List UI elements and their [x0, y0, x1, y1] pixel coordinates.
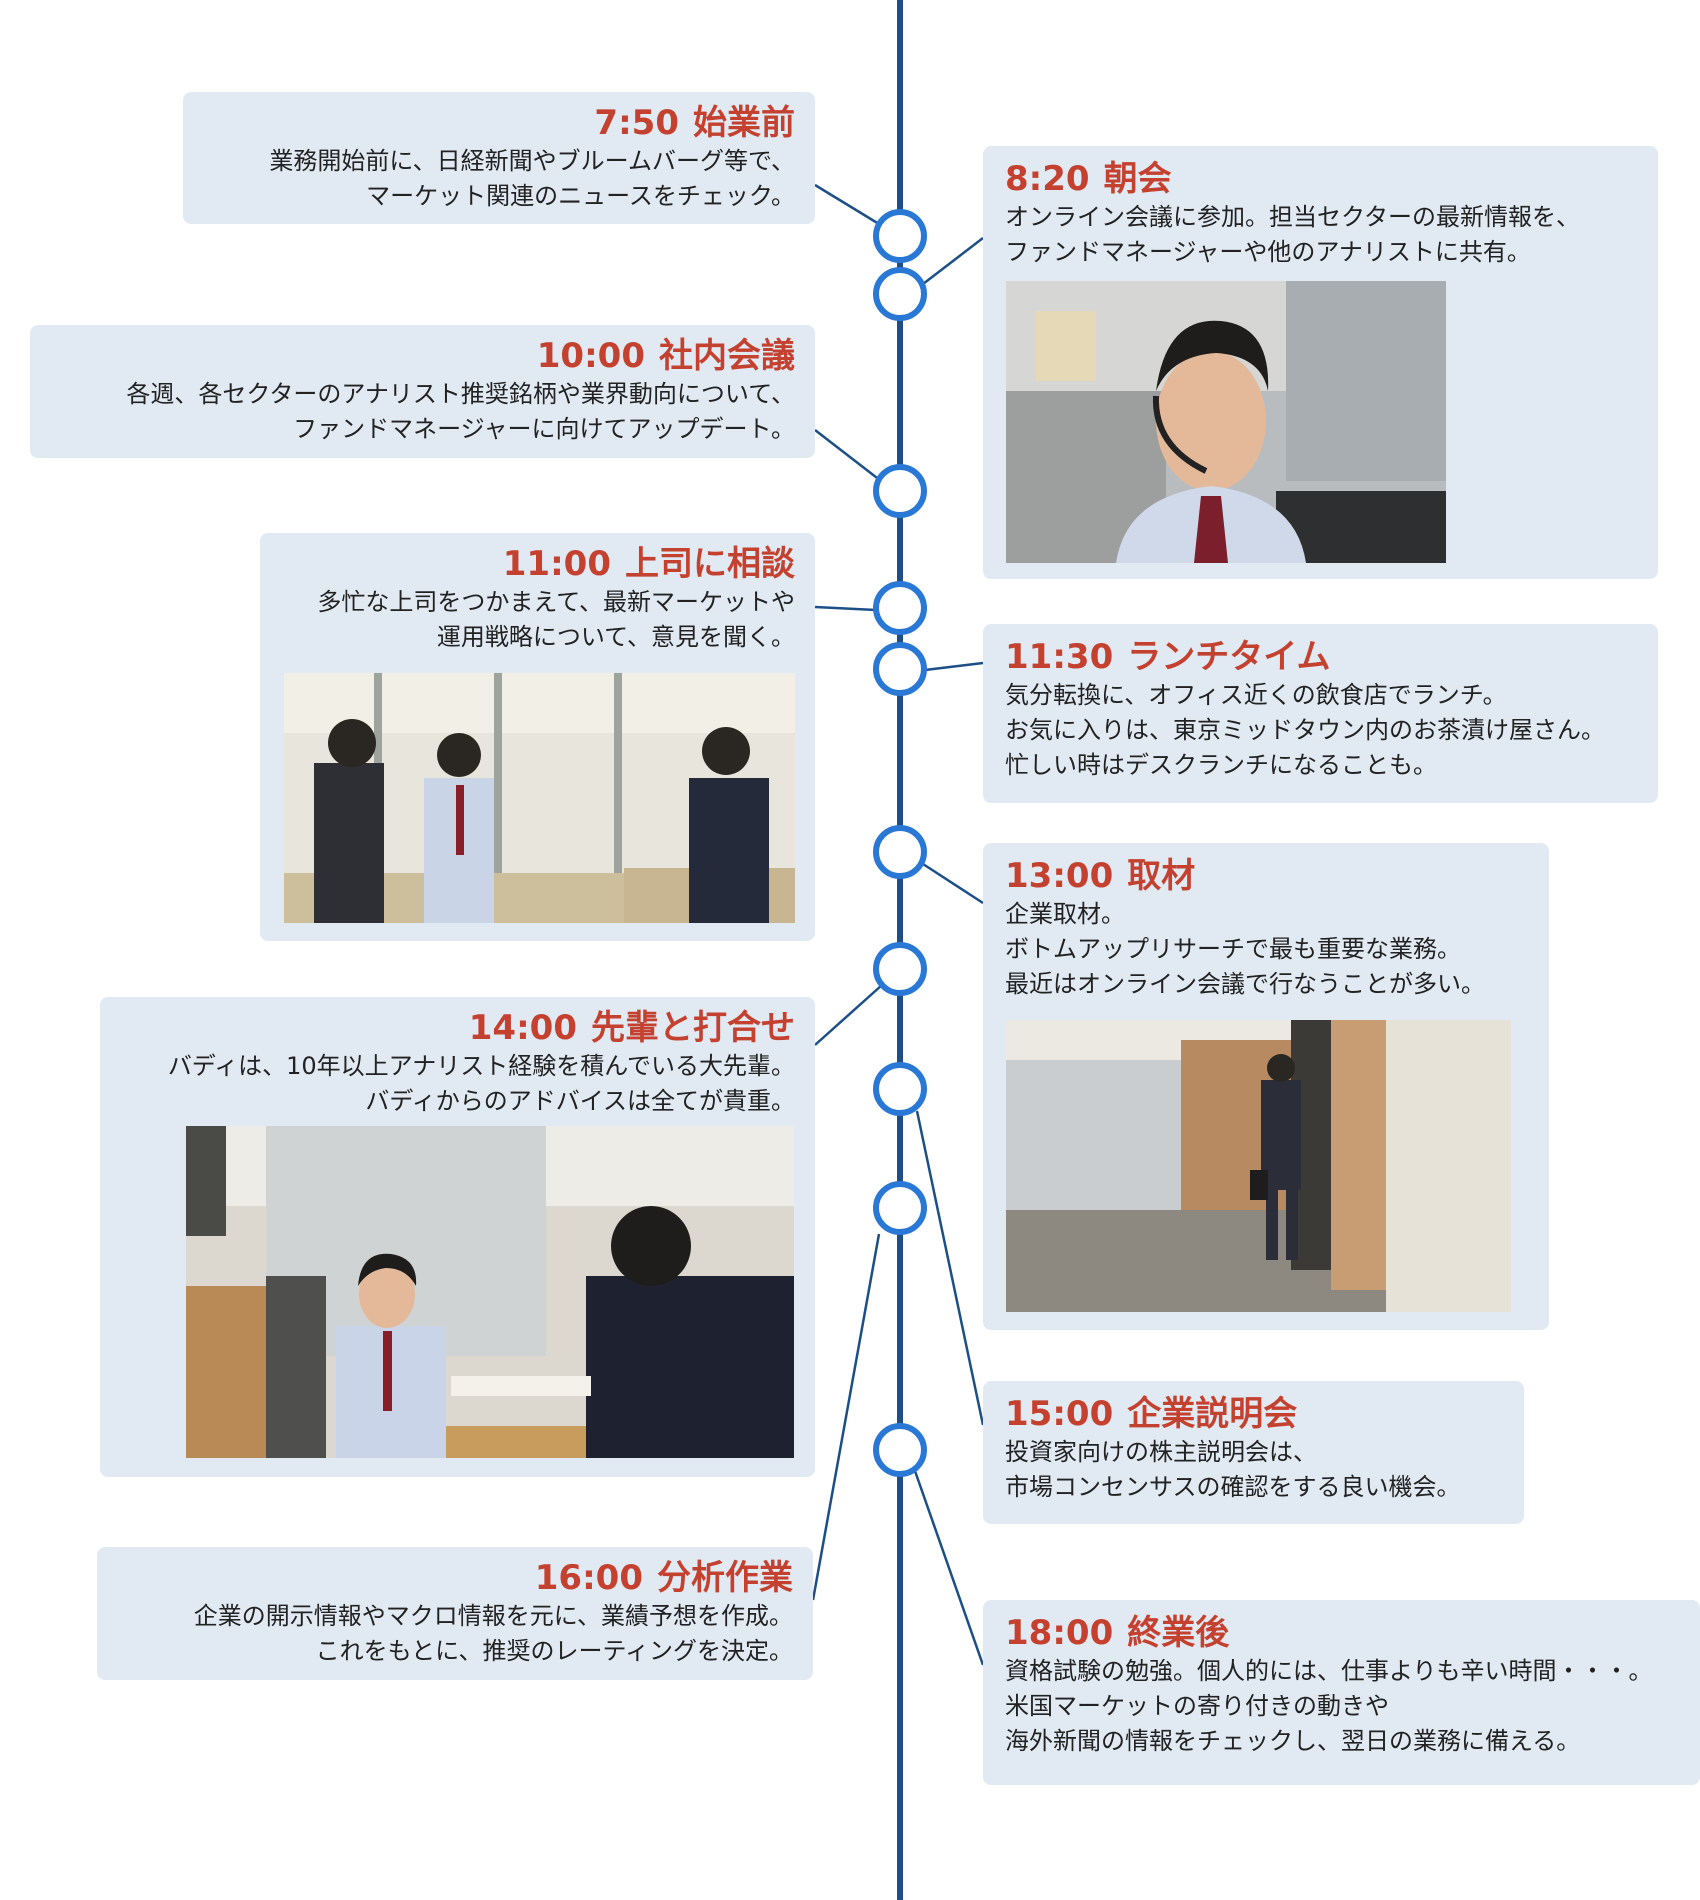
- event-title: 終業後: [1127, 1613, 1230, 1653]
- event-heading: 7:50 始業前: [203, 102, 795, 144]
- event-time: 11:00: [502, 544, 611, 584]
- event-description-line: マーケット関連のニュースをチェック。: [366, 182, 795, 210]
- event-card-1300: 13:00 取材 企業取材。 ボトムアップリサーチで最も重要な業務。 最近はオンラ…: [983, 843, 1549, 1330]
- event-heading: 11:30 ランチタイム: [1005, 636, 1636, 678]
- event-description-line: バディからのアドバイスは全てが貴重。: [365, 1087, 795, 1115]
- event-description-line: 各週、各セクターのアナリスト推奨銘柄や業界動向について、: [126, 380, 795, 408]
- event-description-line: 企業取材。: [1005, 900, 1125, 928]
- node-0750: [873, 209, 927, 263]
- event-description-line: 運用戦略について、意見を聞く。: [436, 623, 795, 651]
- buddy-meeting-photo: [186, 1126, 794, 1458]
- event-description-line: ファンドマネージャーや他のアナリストに共有。: [1005, 238, 1531, 266]
- connector-0750: [814, 183, 880, 226]
- event-description-line: 最近はオンライン会議で行なうことが多い。: [1005, 970, 1485, 998]
- event-description-line: ボトムアップリサーチで最も重要な業務。: [1005, 935, 1461, 963]
- event-description-line: 企業の開示情報やマクロ情報を元に、業績予想を作成。: [193, 1602, 793, 1630]
- event-description-line: 投資家向けの株主説明会は、: [1005, 1438, 1317, 1466]
- event-title: 始業前: [693, 103, 795, 143]
- event-time: 11:30: [1005, 637, 1114, 677]
- event-time: 18:00: [1005, 1613, 1114, 1653]
- connector-1800: [913, 1470, 985, 1666]
- connector-1300: [922, 862, 984, 905]
- node-1600: [873, 1181, 927, 1235]
- event-time: 8:20: [1005, 159, 1090, 199]
- event-description-line: 忙しい時はデスクランチになることも。: [1005, 751, 1437, 779]
- corridor-walking-photo: [1006, 1020, 1511, 1312]
- event-card-1500: 15:00 企業説明会 投資家向けの株主説明会は、 市場コンセンサスの確認をする良…: [983, 1381, 1524, 1524]
- event-time: 13:00: [1005, 856, 1114, 896]
- node-1800: [873, 1423, 927, 1477]
- event-heading: 18:00 終業後: [1005, 1612, 1678, 1654]
- connector-0820: [922, 237, 984, 285]
- timeline-nodes: [873, 209, 927, 1477]
- event-title: 企業説明会: [1127, 1394, 1298, 1434]
- connector-1000: [814, 429, 882, 482]
- event-title: 上司に相談: [625, 544, 795, 584]
- event-card-1600: 16:00 分析作業 企業の開示情報やマクロ情報を元に、業績予想を作成。 これをも…: [97, 1547, 813, 1680]
- event-description-line: これをもとに、推奨のレーティングを決定。: [315, 1637, 793, 1665]
- event-heading: 13:00 取材: [1005, 855, 1527, 897]
- event-card-0750: 7:50 始業前 業務開始前に、日経新聞やブルームバーグ等で、 マーケット関連のニ…: [183, 92, 815, 224]
- node-1000: [873, 464, 927, 518]
- node-0820: [873, 267, 927, 321]
- event-description-line: 業務開始前に、日経新聞やブルームバーグ等で、: [269, 147, 795, 175]
- event-description-line: 海外新聞の情報をチェックし、翌日の業務に備える。: [1005, 1727, 1581, 1755]
- connector-1500: [915, 1110, 985, 1426]
- event-description-line: 資格試験の勉強。個人的には、仕事よりも辛い時間・・・。: [1005, 1657, 1653, 1685]
- event-time: 14:00: [468, 1008, 577, 1048]
- event-title: ランチタイム: [1127, 637, 1331, 677]
- event-card-0820: 8:20 朝会 オンライン会議に参加。担当セクターの最新情報を、 ファンドマネージ…: [983, 146, 1658, 579]
- event-title: 朝会: [1103, 159, 1172, 199]
- event-time: 10:00: [536, 336, 645, 376]
- event-title: 社内会議: [659, 336, 795, 376]
- event-heading: 16:00 分析作業: [117, 1557, 793, 1599]
- node-1400: [873, 942, 927, 996]
- office-discussion-photo: [284, 673, 795, 923]
- event-card-1000: 10:00 社内会議 各週、各セクターのアナリスト推奨銘柄や業界動向について、 フ…: [30, 325, 815, 458]
- event-description-line: バディは、10年以上アナリスト経験を積んでいる大先輩。: [167, 1052, 795, 1080]
- connector-1400: [814, 984, 883, 1046]
- event-title: 先輩と打合せ: [591, 1008, 795, 1048]
- connector-1100: [814, 605, 877, 612]
- event-time: 7:50: [594, 103, 679, 143]
- event-time: 15:00: [1005, 1394, 1114, 1434]
- event-description-line: ファンドマネージャーに向けてアップデート。: [293, 415, 795, 443]
- event-heading: 10:00 社内会議: [50, 335, 795, 377]
- node-1500: [873, 1062, 927, 1116]
- event-time: 16:00: [534, 1558, 643, 1598]
- node-1100: [873, 581, 927, 635]
- event-description-line: オンライン会議に参加。担当セクターの最新情報を、: [1005, 203, 1581, 231]
- event-card-1100: 11:00 上司に相談 多忙な上司をつかまえて、最新マーケットや 運用戦略について…: [260, 533, 815, 941]
- event-heading: 8:20 朝会: [1005, 158, 1636, 200]
- event-description-line: 市場コンセンサスの確認をする良い機会。: [1005, 1473, 1461, 1501]
- event-card-1800: 18:00 終業後 資格試験の勉強。個人的には、仕事よりも辛い時間・・・。 米国マ…: [983, 1600, 1700, 1785]
- event-title: 分析作業: [657, 1558, 793, 1598]
- event-title: 取材: [1127, 856, 1196, 896]
- event-description-line: 米国マーケットの寄り付きの動きや: [1005, 1692, 1389, 1720]
- event-heading: 11:00 上司に相談: [280, 543, 795, 585]
- event-card-1130: 11:30 ランチタイム 気分転換に、オフィス近くの飲食店でランチ。 お気に入りは…: [983, 624, 1658, 803]
- event-heading: 15:00 企業説明会: [1005, 1393, 1502, 1435]
- analyst-with-headset-photo: [1006, 281, 1446, 563]
- connector-1600: [811, 1233, 881, 1601]
- node-1300: [873, 825, 927, 879]
- connector-1130: [924, 661, 984, 672]
- event-description-line: 多忙な上司をつかまえて、最新マーケットや: [317, 588, 795, 616]
- event-description-line: 気分転換に、オフィス近くの飲食店でランチ。: [1005, 681, 1507, 709]
- node-1130: [873, 642, 927, 696]
- connector-lines: [811, 183, 985, 1666]
- event-description-line: お気に入りは、東京ミッドタウン内のお茶漬け屋さん。: [1005, 716, 1605, 744]
- event-heading: 14:00 先輩と打合せ: [120, 1007, 795, 1049]
